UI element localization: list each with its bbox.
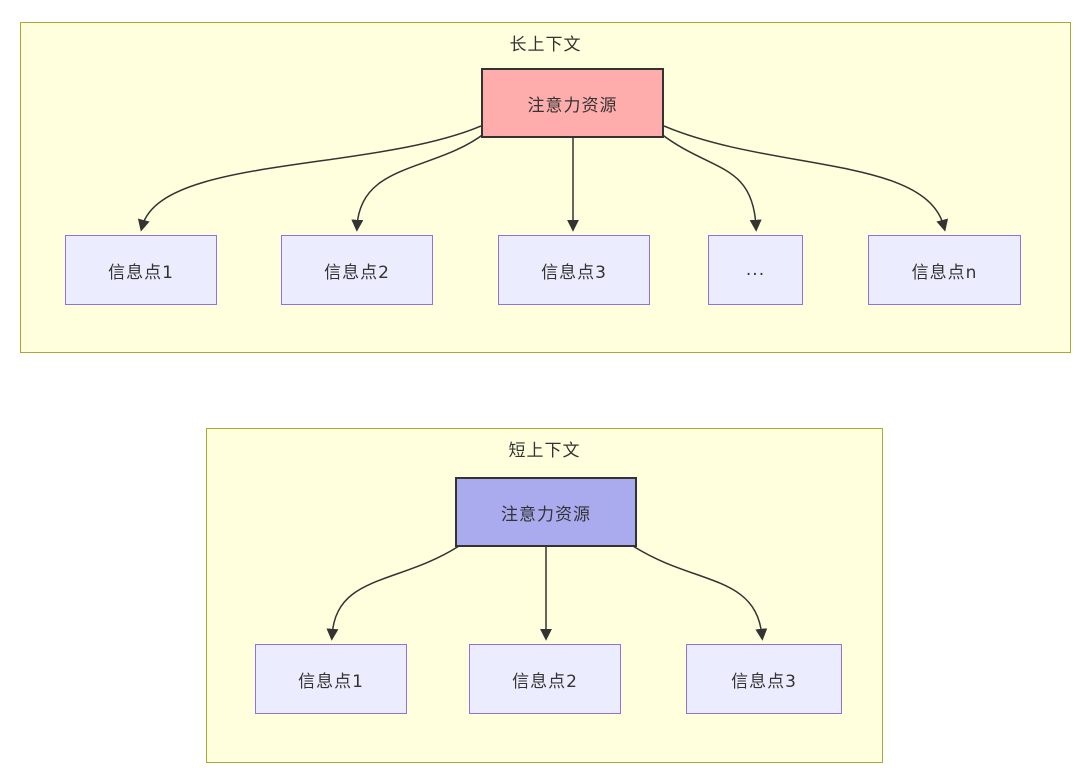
attention-resource-node-long: 注意力资源 xyxy=(481,68,664,138)
info-point-1-short: 信息点1 xyxy=(255,644,407,714)
info-point-2-short: 信息点2 xyxy=(469,644,621,714)
short-context-group-title: 短上下文 xyxy=(508,441,581,461)
info-point-n-long: 信息点n xyxy=(868,235,1021,305)
info-point-3-long: 信息点3 xyxy=(498,235,650,305)
long-context-group-title: 长上下文 xyxy=(509,35,582,55)
info-point-ellipsis-long: ... xyxy=(708,235,803,305)
info-point-3-short: 信息点3 xyxy=(686,644,842,714)
info-point-1-long: 信息点1 xyxy=(65,235,217,305)
attention-resource-node-short: 注意力资源 xyxy=(455,477,637,547)
info-point-2-long: 信息点2 xyxy=(281,235,433,305)
